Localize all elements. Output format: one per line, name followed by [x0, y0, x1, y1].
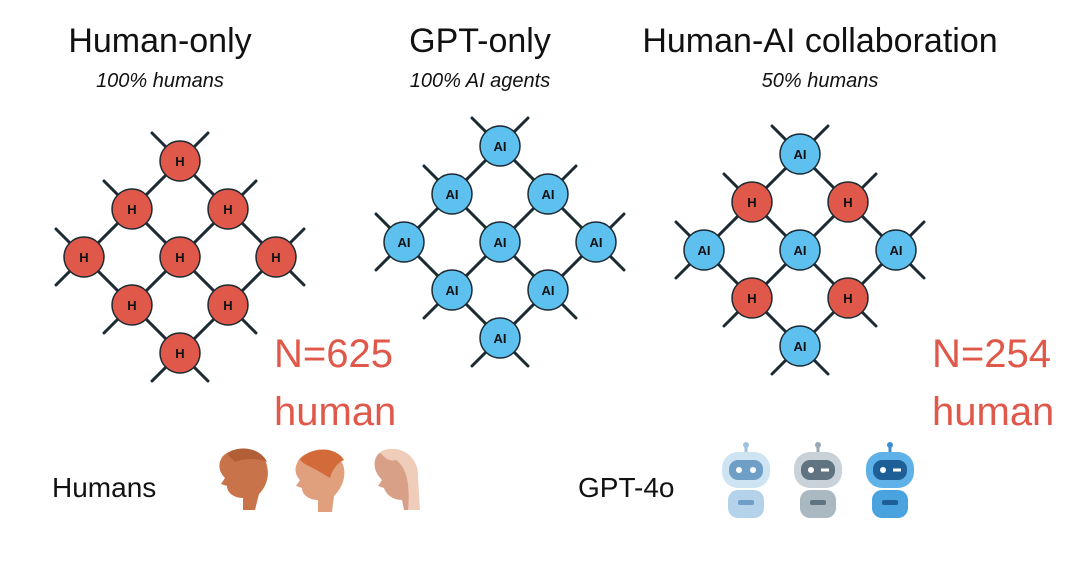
node-label: AI [494, 331, 507, 346]
human-node: H [731, 181, 773, 223]
node-label: H [127, 298, 136, 313]
node-label: AI [446, 187, 459, 202]
node-label: H [843, 291, 852, 306]
human-node: H [827, 277, 869, 319]
node-label: AI [542, 283, 555, 298]
panel-subtitle-collaboration: 50% humans [761, 70, 879, 92]
network-2: AI AI AI AI AI AI AI AI AI [374, 116, 626, 368]
ai-node: AI [479, 125, 521, 167]
human-node: H [111, 188, 153, 230]
count-unit: human [274, 390, 397, 434]
node-label: H [747, 291, 756, 306]
node-label: AI [494, 235, 507, 250]
robot-icon [722, 442, 770, 518]
ai-node: AI [431, 173, 473, 215]
legend-ai-label: GPT-4o [578, 472, 675, 503]
network-3: AI H AI H AI H AI H AI [674, 124, 926, 376]
node-label: H [747, 195, 756, 210]
node-label: H [127, 202, 136, 217]
node-label: H [79, 250, 88, 265]
node-label: H [843, 195, 852, 210]
ai-node: AI [383, 221, 425, 263]
node-label: AI [794, 243, 807, 258]
ai-node: AI [779, 325, 821, 367]
human-node: H [159, 332, 201, 374]
node-label: H [223, 298, 232, 313]
human-node: H [111, 284, 153, 326]
human-node: H [255, 236, 297, 278]
node-label: AI [494, 139, 507, 154]
count-human-only: N=625 human [274, 330, 396, 436]
count-value: N=254 [932, 332, 1051, 376]
node-label: AI [446, 283, 459, 298]
node-label: AI [542, 187, 555, 202]
network-1: H H H H H H H H H [54, 131, 306, 383]
ai-node: AI [779, 229, 821, 271]
count-unit: human [932, 390, 1055, 434]
node-label: H [271, 250, 280, 265]
human-node: H [207, 284, 249, 326]
node-label: AI [794, 147, 807, 162]
node-label: AI [890, 243, 903, 258]
ai-node: AI [431, 269, 473, 311]
node-label: H [175, 346, 184, 361]
ai-node: AI [527, 269, 569, 311]
legend-humans-label: Humans [52, 472, 157, 503]
panel-title-human-only: Human-only [68, 22, 252, 60]
human-node: H [731, 277, 773, 319]
node-label: AI [698, 243, 711, 258]
ai-node: AI [527, 173, 569, 215]
node-label: H [175, 250, 184, 265]
count-collaboration: N=254 human [932, 330, 1054, 436]
ai-node: AI [779, 133, 821, 175]
panel-title-collaboration: Human-AI collaboration [642, 22, 998, 60]
human-node: H [207, 188, 249, 230]
panel-title-gpt-only: GPT-only [409, 22, 551, 60]
human-head-icon [374, 448, 420, 510]
human-node: H [159, 140, 201, 182]
human-node: H [827, 181, 869, 223]
node-label: H [223, 202, 232, 217]
count-value: N=625 [274, 332, 393, 376]
human-node: H [63, 236, 105, 278]
robot-icon [866, 442, 914, 518]
ai-node: AI [683, 229, 725, 271]
human-node: H [159, 236, 201, 278]
node-label: AI [794, 339, 807, 354]
ai-node: AI [479, 221, 521, 263]
human-head-icon [219, 448, 268, 510]
node-label: AI [590, 235, 603, 250]
ai-node: AI [479, 317, 521, 359]
panel-subtitle-human-only: 100% humans [96, 70, 224, 92]
ai-node: AI [875, 229, 917, 271]
panel-subtitle-gpt-only: 100% AI agents [409, 70, 551, 92]
node-label: AI [398, 235, 411, 250]
node-label: H [175, 154, 184, 169]
human-head-icon [295, 449, 345, 512]
robot-icon [794, 442, 842, 518]
ai-node: AI [575, 221, 617, 263]
